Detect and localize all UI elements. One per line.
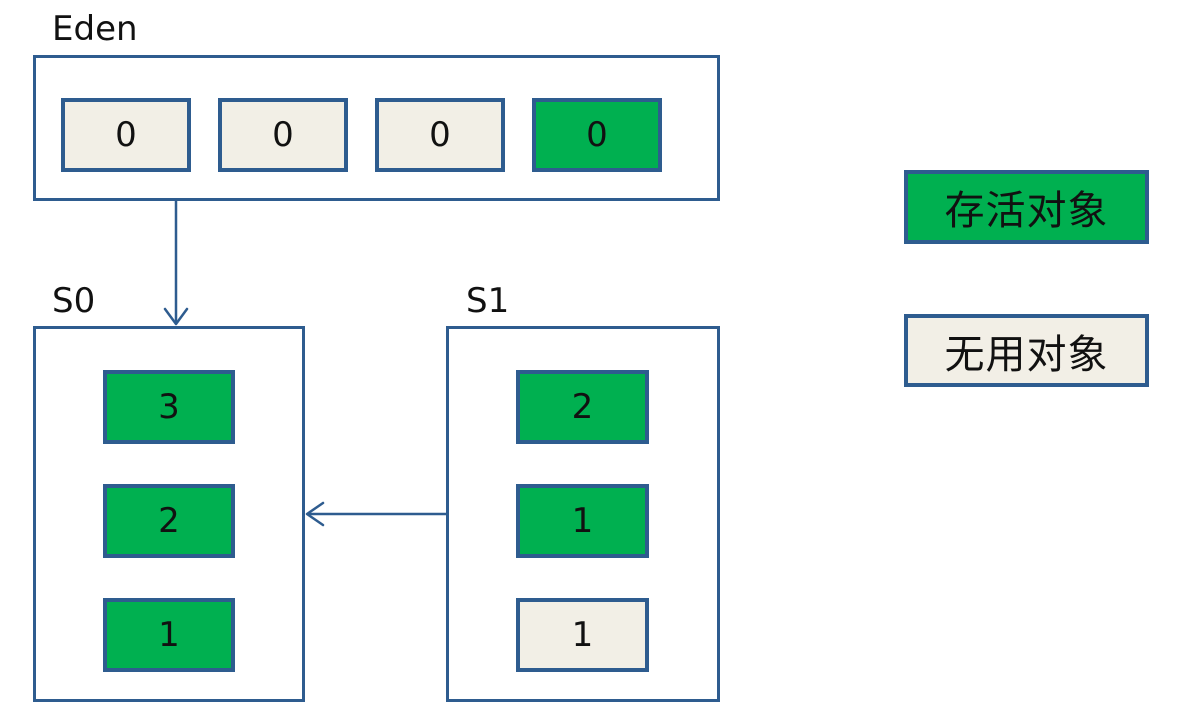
eden-cell: 0 [218,98,348,172]
eden-cell: 0 [61,98,191,172]
legend-dead-object: 无用对象 [904,314,1149,387]
s0-label: S0 [52,281,96,321]
s0-cell: 1 [103,598,235,672]
eden-label: Eden [52,9,138,49]
s1-cell: 1 [516,484,649,558]
eden-to-s0-arrowhead [163,307,189,326]
s1-cell: 2 [516,370,649,444]
s0-cell: 2 [103,484,235,558]
legend-live-object: 存活对象 [904,170,1149,244]
s1-to-s0-arrowhead [305,501,325,527]
eden-cell: 0 [532,98,662,172]
s1-label: S1 [466,281,510,321]
s1-cell: 1 [516,598,649,672]
s0-cell: 3 [103,370,235,444]
eden-cell: 0 [375,98,505,172]
